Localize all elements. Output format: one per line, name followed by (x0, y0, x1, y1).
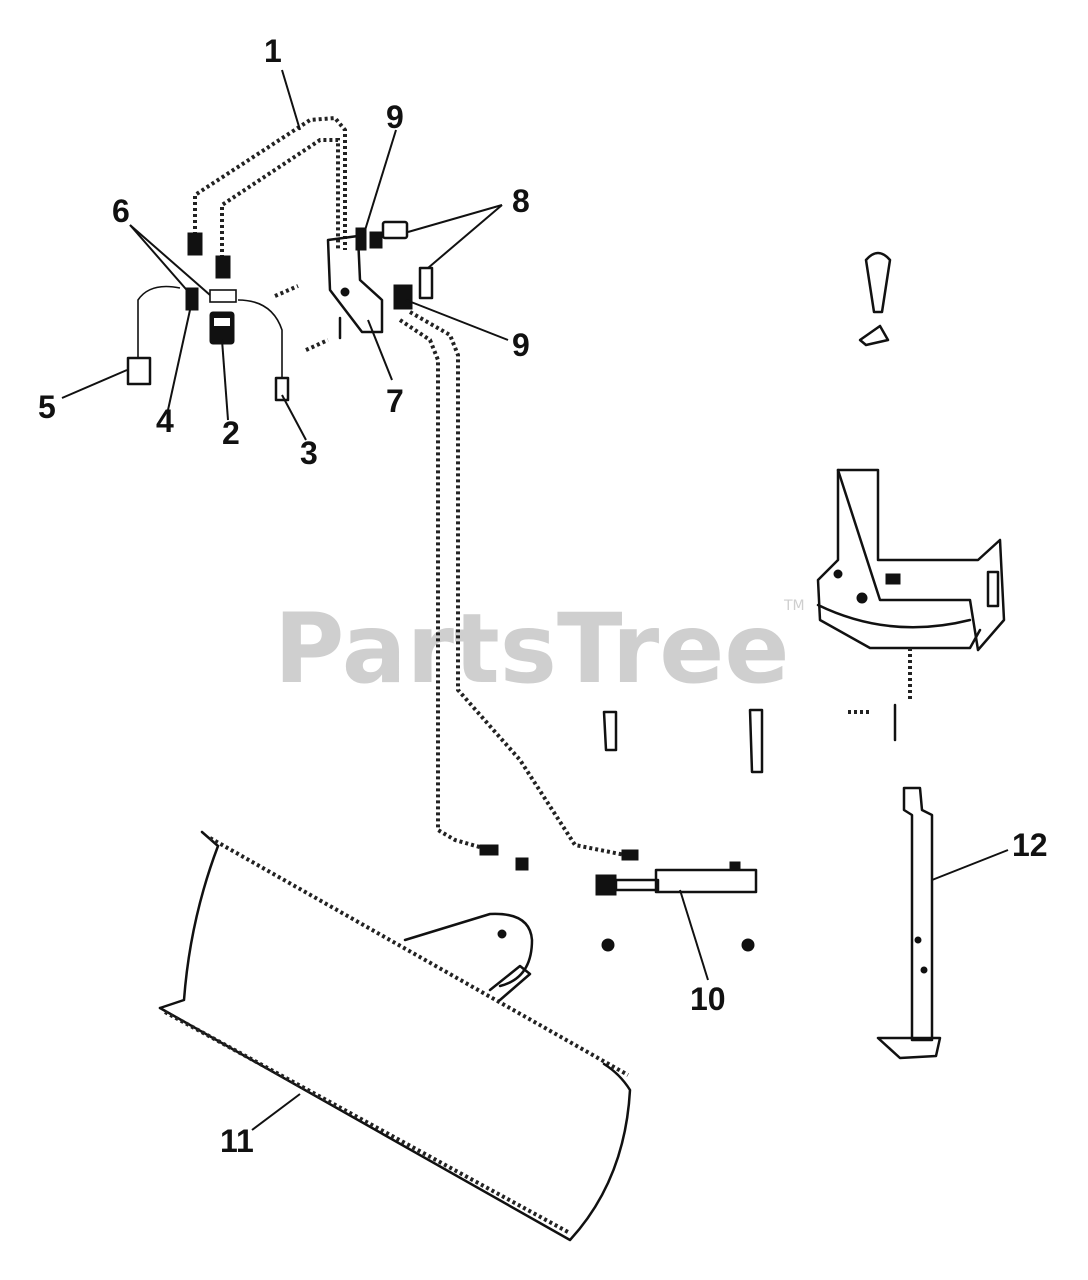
callout-4: 4 (156, 403, 174, 439)
callout-9-upper: 9 (386, 99, 404, 135)
callout-10: 10 (690, 981, 726, 1017)
callout-2: 2 (222, 415, 240, 451)
part-1-hydraulic-hose[interactable] (193, 115, 347, 258)
callout-12: 12 (1012, 827, 1048, 863)
part-5-switch[interactable] (126, 285, 181, 386)
callout-11: 11 (220, 1123, 254, 1159)
watermark-trademark: TM (783, 598, 805, 614)
part-2-connector[interactable] (209, 311, 235, 345)
long-hoses[interactable] (398, 310, 639, 871)
callout-8: 8 (512, 183, 530, 219)
part-11-blade[interactable] (158, 830, 632, 1242)
part-3-terminal[interactable] (237, 299, 290, 402)
leader-lines (61, 69, 1009, 1131)
part-9-valve-upper[interactable] (355, 227, 383, 251)
callout-9-lower: 9 (512, 327, 530, 363)
small-hardware (274, 284, 342, 352)
part-10-cylinder[interactable] (595, 861, 758, 952)
mounting-frame[interactable] (816, 468, 1006, 742)
callout-5: 5 (38, 389, 56, 425)
part-7-bracket[interactable] (326, 234, 384, 334)
callout-3: 3 (300, 435, 318, 471)
watermark: PartsTree (274, 593, 789, 705)
part-6-fittings[interactable] (185, 232, 237, 311)
callout-7: 7 (386, 383, 404, 419)
part-8-clips[interactable] (381, 220, 434, 300)
part-12-jack-stand[interactable] (876, 786, 942, 1060)
callout-6: 6 (112, 193, 130, 229)
callout-1: 1 (264, 33, 282, 69)
part-9-valve-lower[interactable] (393, 284, 413, 310)
pins[interactable] (602, 251, 892, 774)
